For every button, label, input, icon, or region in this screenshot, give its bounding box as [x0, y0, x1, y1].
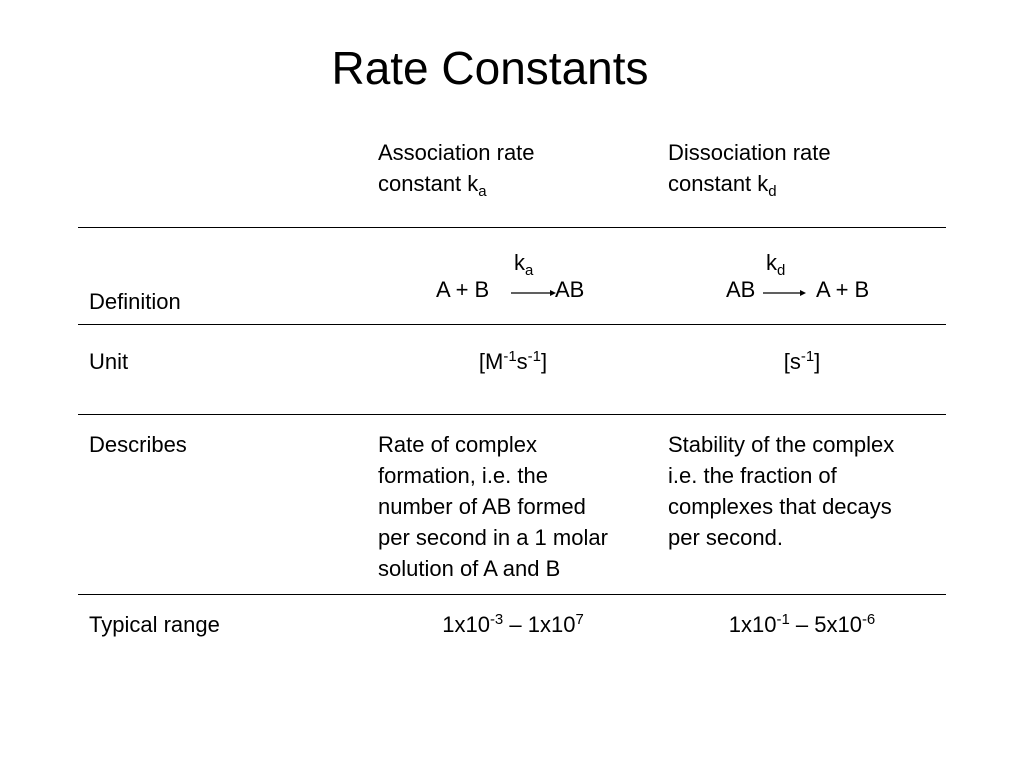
dissociation-unit: [s-1]	[783, 347, 821, 374]
dissociation-description-line: per second.	[668, 525, 783, 550]
dissociation-description: Stability of the complex i.e. the fracti…	[668, 429, 894, 553]
dissociation-description-line: Stability of the complex	[668, 432, 895, 457]
dissociation-header-line1: Dissociation rate	[668, 140, 831, 165]
dissociation-reactants: AB	[726, 277, 756, 302]
dissociation-description-line: i.e. the fraction of	[668, 463, 837, 488]
association-header-line1: Association rate	[378, 140, 535, 165]
association-rate-constant-label: ka	[514, 250, 534, 280]
row-label-describes: Describes	[89, 432, 187, 457]
association-description-line: per second in a 1 molar	[378, 525, 608, 550]
row-label-typical-range: Typical range	[89, 612, 220, 637]
table-divider-4	[78, 594, 946, 595]
dissociation-header-line2: constant kd	[668, 171, 777, 201]
association-reaction-arrow	[511, 290, 556, 296]
slide-title: Rate Constants	[331, 42, 649, 94]
association-description-line: formation, i.e. the	[378, 463, 548, 488]
table-divider-3	[78, 414, 946, 415]
association-products: AB	[555, 277, 585, 302]
association-description-line: solution of A and B	[378, 556, 561, 581]
association-description-line: number of AB formed	[378, 494, 586, 519]
association-unit: [M-1s-1]	[478, 347, 548, 374]
row-label-unit: Unit	[89, 349, 129, 374]
association-description: Rate of complex formation, i.e. the numb…	[378, 429, 608, 584]
association-typical-range: 1x10-3 – 1x107	[442, 610, 584, 637]
dissociation-description-line: complexes that decays	[668, 494, 892, 519]
dissociation-reaction-arrow	[763, 290, 806, 296]
association-column-header: Association rate constant ka	[378, 137, 535, 199]
row-label-definition: Definition	[89, 289, 181, 314]
dissociation-products: A + B	[816, 277, 870, 302]
dissociation-rate-constant-label: kd	[766, 250, 786, 280]
association-reactants: A + B	[436, 277, 490, 302]
association-description-line: Rate of complex	[378, 432, 537, 457]
association-header-line2: constant ka	[378, 171, 487, 201]
table-divider-2	[78, 324, 946, 325]
table-divider-1	[78, 227, 946, 228]
dissociation-typical-range: 1x10-1 – 5x10-6	[728, 610, 876, 637]
dissociation-column-header: Dissociation rate constant kd	[668, 137, 831, 199]
